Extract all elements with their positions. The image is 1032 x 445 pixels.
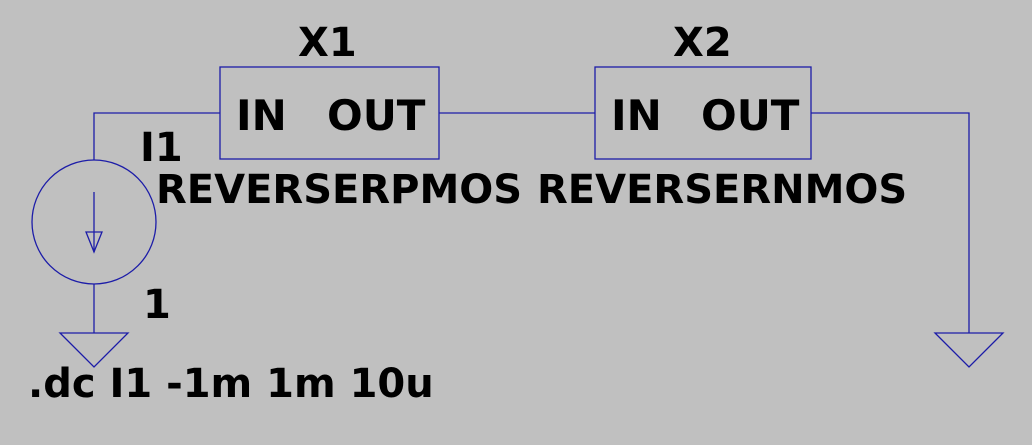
ground-left[interactable]: [58, 332, 130, 368]
current-source-i1[interactable]: [31, 159, 157, 285]
x1-port-in-label: IN: [236, 91, 287, 140]
x1-model-label: REVERSERPMOS: [156, 167, 522, 213]
wire-x2-to-ground[interactable]: [811, 112, 970, 333]
x1-name-label: X1: [298, 20, 357, 66]
current-source-icon: [31, 159, 157, 285]
i1-value-label: 1: [143, 282, 171, 328]
x1-body: [219, 66, 440, 160]
ground-icon: [58, 332, 130, 368]
ground-right[interactable]: [933, 332, 1005, 368]
x2-body: [594, 66, 812, 160]
x2-model-label: REVERSERNMOS: [537, 167, 907, 213]
wires: [93, 112, 970, 333]
x2-name-label: X2: [673, 20, 732, 66]
x2-port-out-label: OUT: [701, 91, 800, 140]
ground-icon: [933, 332, 1005, 368]
wire-i1-to-x1[interactable]: [93, 112, 220, 160]
subcircuit-x1[interactable]: IN OUT: [219, 66, 440, 160]
x1-port-out-label: OUT: [327, 91, 426, 140]
spice-directive[interactable]: .dc I1 -1m 1m 10u: [28, 361, 434, 407]
x2-port-in-label: IN: [611, 91, 662, 140]
subcircuit-x2[interactable]: IN OUT: [594, 66, 812, 160]
i1-name-label: I1: [140, 125, 183, 171]
